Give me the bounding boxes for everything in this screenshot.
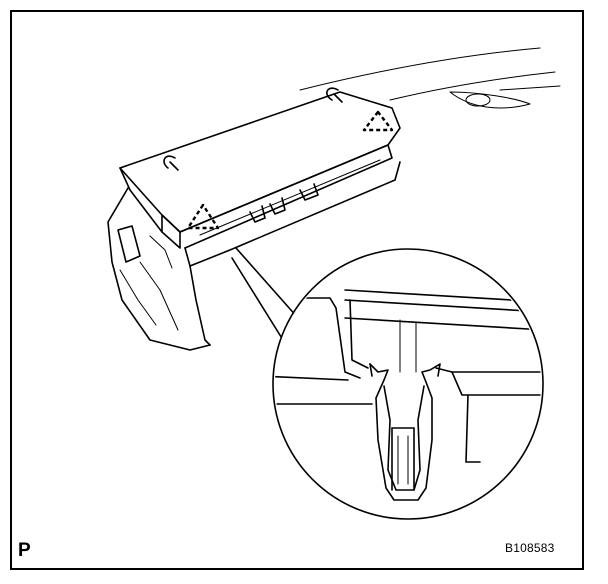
mounting-bracket <box>107 187 211 351</box>
clip-location-marker-upper <box>362 110 394 132</box>
clip-location-marker-lower <box>186 203 220 230</box>
reference-code: B108583 <box>505 541 555 555</box>
retaining-clip <box>369 363 441 501</box>
detail-leader-lines <box>231 247 299 349</box>
corner-label: P <box>18 540 31 561</box>
dashboard-outline <box>299 47 561 109</box>
detail-view-circle <box>272 248 544 520</box>
glove-box-panel <box>119 87 401 267</box>
